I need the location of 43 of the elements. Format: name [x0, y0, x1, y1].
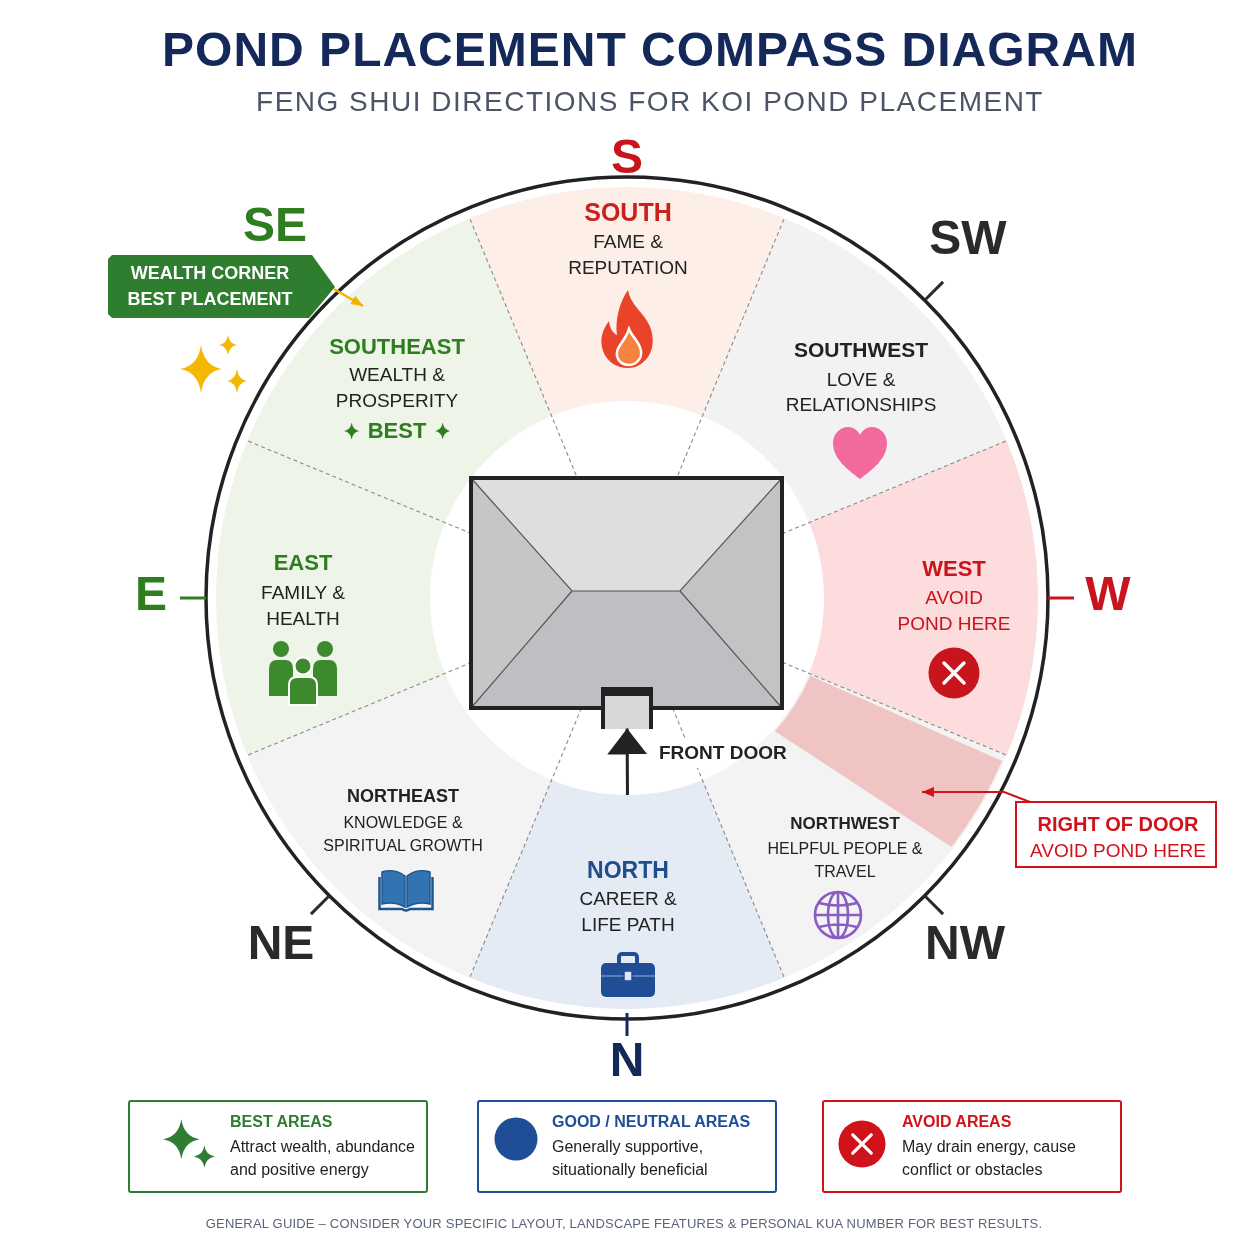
legend-heading: BEST AREAS	[230, 1112, 333, 1132]
legend-heading: AVOID AREAS	[902, 1112, 1012, 1132]
sector-description: KNOWLEDGE & SPIRITUAL GROWTH	[322, 812, 484, 856]
callout-text: AVOID POND HERE	[1030, 839, 1206, 863]
arrow	[921, 787, 1031, 803]
callout-tag	[108, 255, 335, 318]
sector-description: HELPFUL PEOPLE & TRAVEL	[766, 838, 924, 882]
sector-title: NORTHWEST	[790, 812, 900, 834]
compass-letter: SW	[929, 213, 1007, 263]
legend-heading: GOOD / NEUTRAL AREAS	[552, 1112, 751, 1132]
sector-description: FAME & REPUTATION	[567, 230, 689, 280]
compass-letter: NW	[925, 918, 1005, 968]
title: POND PLACEMENT COMPASS DIAGRAM	[162, 22, 1138, 78]
sector-description: WEALTH & PROSPERITY	[334, 363, 460, 413]
sector-description: FAMILY & HEALTH	[260, 581, 346, 631]
callout-text: WEALTH CORNER BEST PLACEMENT	[126, 262, 294, 311]
sector-description: CAREER & LIFE PATH	[578, 887, 678, 937]
callout-heading: RIGHT OF DOOR	[1037, 811, 1199, 837]
sector-title: SOUTHWEST	[793, 337, 929, 363]
legend-description: May drain energy, cause conflict or obstacles	[902, 1136, 1077, 1180]
sector-description: LOVE & RELATIONSHIPS	[784, 367, 938, 417]
arrow	[333, 287, 364, 308]
compass-letter: SE	[243, 200, 307, 250]
door-label: FRONT DOOR	[659, 741, 787, 765]
sector-title: NORTHEAST	[347, 784, 459, 808]
footnote: GENERAL GUIDE – CONSIDER YOUR SPECIFIC LAYOUT, LANDSCAPE FEATURES & PERSONAL KUA NUMBER FOR BEST RESULTS.	[205, 1215, 1043, 1233]
sector-title: WEST	[922, 555, 986, 583]
legend-description: Generally supportive, situationally beneficial	[552, 1136, 709, 1180]
compass-letter: NE	[247, 918, 315, 968]
sector-title: SOUTHEAST	[329, 333, 465, 361]
legend-description: Attract wealth, abundance and positive energy	[230, 1136, 416, 1180]
sector-title: SOUTH	[584, 196, 672, 228]
callout-box	[1015, 801, 1217, 868]
compass-letter: E	[135, 569, 167, 619]
subtitle: FENG SHUI DIRECTIONS FOR KOI POND PLACEMENT	[256, 84, 1044, 119]
compass-letter: W	[1085, 569, 1131, 619]
sector-title: NORTH	[587, 855, 669, 885]
rating-text: BEST	[367, 417, 427, 445]
arrow	[607, 728, 648, 795]
compass-letter: N	[609, 1035, 645, 1085]
sector-title: EAST	[273, 549, 333, 577]
compass-letter: S	[611, 132, 643, 182]
sector-description: AVOID POND HERE	[896, 586, 1012, 636]
